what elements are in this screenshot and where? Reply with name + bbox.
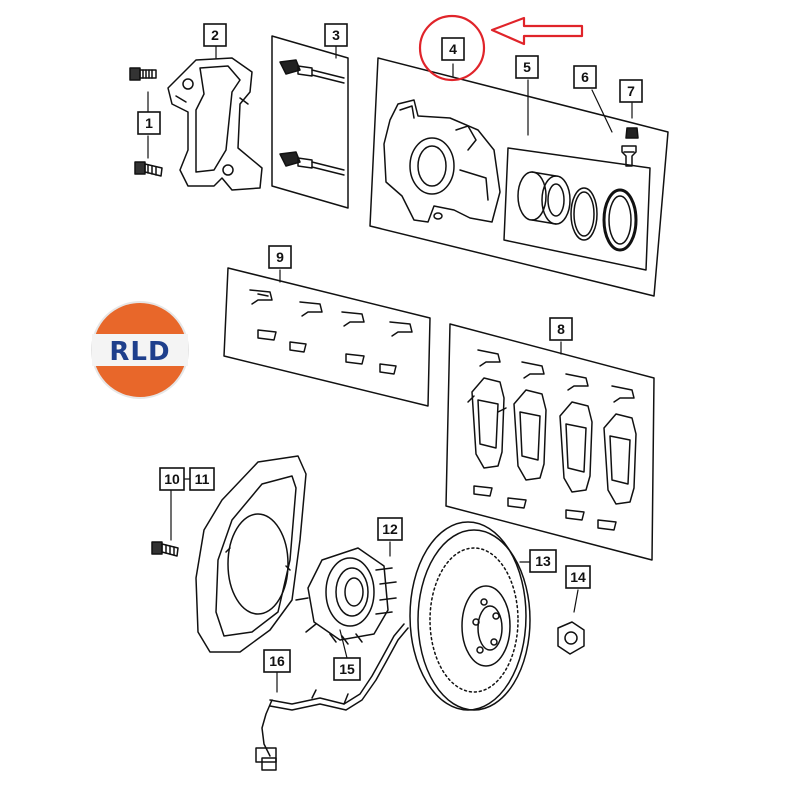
callout-12: 12 — [377, 517, 403, 541]
callout-3: 3 — [324, 23, 348, 47]
part-16-speed-sensor-harness — [255, 623, 409, 771]
rld-logo: RLD — [91, 301, 189, 399]
part-3-guide-pins — [271, 35, 349, 209]
part-8-brake-pads — [445, 323, 655, 561]
callout-15-label: 15 — [339, 661, 355, 677]
callout-2: 2 — [203, 23, 227, 47]
callout-5-label: 5 — [523, 59, 531, 75]
part-9-clip-kit — [223, 267, 431, 407]
highlight-circle — [418, 14, 486, 82]
logo-text: RLD — [109, 337, 170, 367]
part-1-bolts — [129, 67, 163, 177]
callout-11-label: 11 — [195, 471, 210, 487]
callout-16-label: 16 — [269, 653, 285, 669]
callout-10-label: 10 — [164, 471, 180, 487]
part-12-hub-bearing — [295, 547, 397, 641]
part-5-piston-kit — [503, 147, 651, 271]
callout-13-label: 13 — [535, 553, 551, 569]
leader-lines — [147, 45, 633, 693]
part-14-hub-nut — [557, 621, 585, 655]
part-15-wheel-studs — [329, 633, 363, 645]
callout-16: 16 — [263, 649, 291, 673]
callout-6: 6 — [573, 65, 597, 89]
part-6-bleeder-screw — [621, 145, 637, 167]
part-7-bleeder-cap — [625, 127, 639, 139]
callout-6-label: 6 — [581, 69, 589, 85]
callout-9-label: 9 — [276, 249, 284, 265]
part-2-caliper-bracket — [167, 57, 263, 191]
callout-14-label: 14 — [570, 569, 586, 585]
callout-1: 1 — [137, 111, 161, 135]
part-13-brake-rotor — [409, 521, 531, 711]
callout-7-label: 7 — [627, 83, 635, 99]
callout-13: 13 — [529, 549, 557, 573]
callout-5: 5 — [515, 55, 539, 79]
part-4-caliper-box — [369, 57, 669, 297]
part-10-bolt — [151, 541, 179, 557]
callout-8: 8 — [549, 317, 573, 341]
callout-2-label: 2 — [211, 27, 219, 43]
callout-15: 15 — [333, 657, 361, 681]
callout-4: 4 — [441, 37, 465, 61]
callout-8-label: 8 — [557, 321, 565, 337]
callout-7: 7 — [619, 79, 643, 103]
callout-3-label: 3 — [332, 27, 340, 43]
callout-10: 10 — [159, 467, 185, 491]
highlight-annotation — [418, 14, 584, 82]
callout-11: 11 — [189, 467, 215, 491]
part-11-dust-shield — [195, 455, 307, 653]
callout-4-label: 4 — [449, 41, 457, 57]
callout-12-label: 12 — [382, 521, 398, 537]
highlight-arrow-icon — [490, 16, 584, 46]
callouts: 1 2 3 4 5 6 7 8 9 10 11 12 13 14 15 16 — [137, 23, 643, 681]
callout-14: 14 — [565, 565, 591, 589]
callout-1-label: 1 — [145, 115, 153, 131]
callout-9: 9 — [268, 245, 292, 269]
